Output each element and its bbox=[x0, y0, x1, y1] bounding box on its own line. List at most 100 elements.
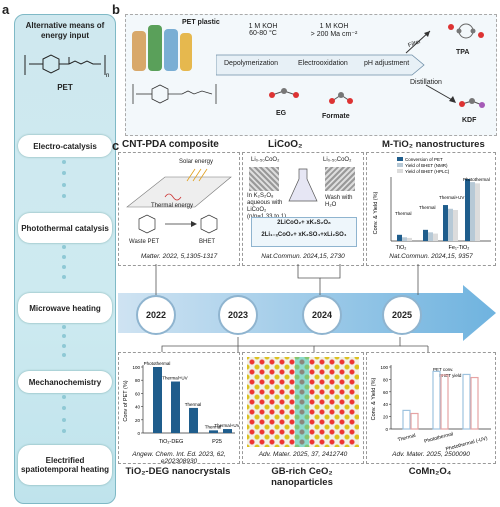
bar bbox=[448, 208, 453, 241]
step-electrooxidation: Electrooxidation bbox=[298, 60, 348, 67]
flask-icon bbox=[288, 168, 318, 202]
y-tick-label: 0 bbox=[137, 431, 140, 436]
pet-plastic-label: PET plastic bbox=[182, 19, 220, 26]
bar bbox=[209, 430, 218, 433]
y-tick-label: 80 bbox=[135, 378, 141, 383]
connector-dot bbox=[62, 265, 66, 269]
a-item-microwave: Microwave heating bbox=[18, 293, 112, 323]
panel-a-label: a bbox=[2, 2, 10, 17]
y-tick-label: 40 bbox=[135, 405, 141, 410]
panel-a-title: Alternative means of energy input bbox=[25, 21, 105, 40]
connector-dot bbox=[62, 406, 66, 411]
y-tick-label: 80 bbox=[383, 377, 389, 382]
sem-image-right bbox=[325, 167, 355, 191]
bar bbox=[423, 229, 428, 241]
chart-m-tio2: Conv. & Yield (%) Conversion of PET Yield … bbox=[373, 157, 491, 251]
bar bbox=[397, 234, 402, 241]
bar bbox=[223, 429, 232, 433]
y-axis-label: Conv of PET (%) bbox=[123, 380, 129, 421]
bar bbox=[440, 374, 449, 430]
filter-arrow bbox=[405, 30, 431, 54]
a-item-mechano: Mechanochemistry bbox=[18, 371, 112, 393]
pet-label: PET bbox=[57, 83, 73, 92]
bar bbox=[428, 232, 433, 241]
grain-boundary-band bbox=[295, 357, 309, 447]
year-2024: 2024 bbox=[302, 295, 342, 335]
connector-dot bbox=[62, 417, 66, 422]
connector-dot bbox=[62, 182, 66, 187]
legend-swatch bbox=[397, 157, 403, 161]
bar-label: Photothermal bbox=[144, 361, 171, 366]
connector-dot bbox=[62, 275, 66, 279]
bar bbox=[453, 210, 458, 241]
connector-dot bbox=[62, 193, 66, 198]
group-label: Photothermal (-UV) bbox=[445, 435, 488, 451]
kdf-label: KDF bbox=[462, 117, 477, 124]
distill-arrow bbox=[425, 84, 456, 103]
box2-title: LiCoO₂ bbox=[268, 139, 303, 150]
kdf-molecule-icon bbox=[459, 98, 485, 108]
step-depolymerization: Depolymerization bbox=[224, 60, 279, 67]
bar-label: Photothermal bbox=[463, 177, 490, 182]
bar bbox=[475, 183, 480, 241]
panel-a: Alternative means of energy input n PET … bbox=[14, 14, 116, 504]
bar bbox=[443, 205, 448, 241]
bar bbox=[462, 373, 471, 430]
sem-image-left bbox=[249, 167, 279, 191]
group-label: TiO₂-DEG bbox=[159, 439, 184, 445]
y-axis-label: Conv. & Yield (%) bbox=[371, 377, 377, 420]
bar bbox=[410, 412, 419, 430]
bar-label: Thermal bbox=[395, 211, 412, 216]
panel-b-label: b bbox=[112, 2, 120, 17]
group-label: P25 bbox=[212, 439, 222, 445]
legend-swatch bbox=[397, 169, 403, 173]
panel-c-label: c bbox=[112, 138, 120, 153]
legend-label: BHET yield bbox=[439, 373, 462, 378]
box1-citation: Matter. 2022, 5,1305-1317 bbox=[140, 253, 218, 260]
tpa-label: TPA bbox=[456, 49, 470, 56]
connector-dot bbox=[62, 334, 66, 339]
box3-title: M-TiO₂ nanostructures bbox=[382, 139, 485, 150]
bar bbox=[470, 182, 475, 241]
equation-2: 2Li₁₋ₓCoO₂+ xK₂SO₄+xLi₂SO₄ bbox=[261, 232, 347, 238]
bar bbox=[402, 409, 411, 430]
y-tick-label: 60 bbox=[383, 390, 389, 395]
connector-dot bbox=[62, 255, 66, 259]
y-tick-label: 100 bbox=[380, 365, 388, 370]
box3: Conv. & Yield (%) Conversion of PET Yield … bbox=[366, 152, 496, 266]
a-item-electrified: Electrified spatiotemporal heating bbox=[18, 445, 112, 485]
distillation-label: Distillation bbox=[410, 79, 442, 86]
connector-dot bbox=[62, 352, 66, 357]
year-2025: 2025 bbox=[382, 295, 422, 335]
box5-citation: Adv. Mater. 2025, 37, 2412740 bbox=[258, 451, 348, 458]
box2-citation: Nat.Commun. 2024,15, 2730 bbox=[261, 253, 345, 260]
thermal-label: Thermal energy bbox=[151, 203, 194, 209]
process-arrow bbox=[216, 54, 425, 76]
bar bbox=[470, 376, 479, 430]
y-tick-label: 20 bbox=[135, 418, 141, 423]
group-label: Photothermal bbox=[424, 431, 454, 444]
legend-swatch bbox=[397, 163, 403, 167]
bar bbox=[171, 381, 180, 433]
legend-label: Yield of BHET (HPLC) bbox=[405, 169, 450, 174]
y-tick-label: 100 bbox=[132, 365, 140, 370]
bar bbox=[432, 370, 441, 430]
connector-dot bbox=[62, 171, 66, 176]
equation-1: 2LiCoO₂+ xK₂S₂O₈ bbox=[277, 220, 331, 226]
group-label: Thermal bbox=[397, 433, 416, 444]
bar-label: Thermal+UV bbox=[214, 423, 239, 428]
connector-dot bbox=[62, 325, 66, 329]
eg-molecule-icon bbox=[269, 88, 299, 98]
year-2023: 2023 bbox=[218, 295, 258, 335]
legend-label: Conversion of PET bbox=[405, 157, 443, 162]
y-tick-label: 0 bbox=[385, 427, 388, 432]
eg-label: EG bbox=[276, 110, 287, 117]
year-2022: 2022 bbox=[136, 295, 176, 335]
box4-citation: Angew. Chem. Int. Ed. 2023, 62, e2023089… bbox=[132, 451, 226, 465]
y-axis-label: Conv. & Yield (%) bbox=[373, 191, 379, 234]
pet-structure-icon: n bbox=[24, 54, 109, 79]
